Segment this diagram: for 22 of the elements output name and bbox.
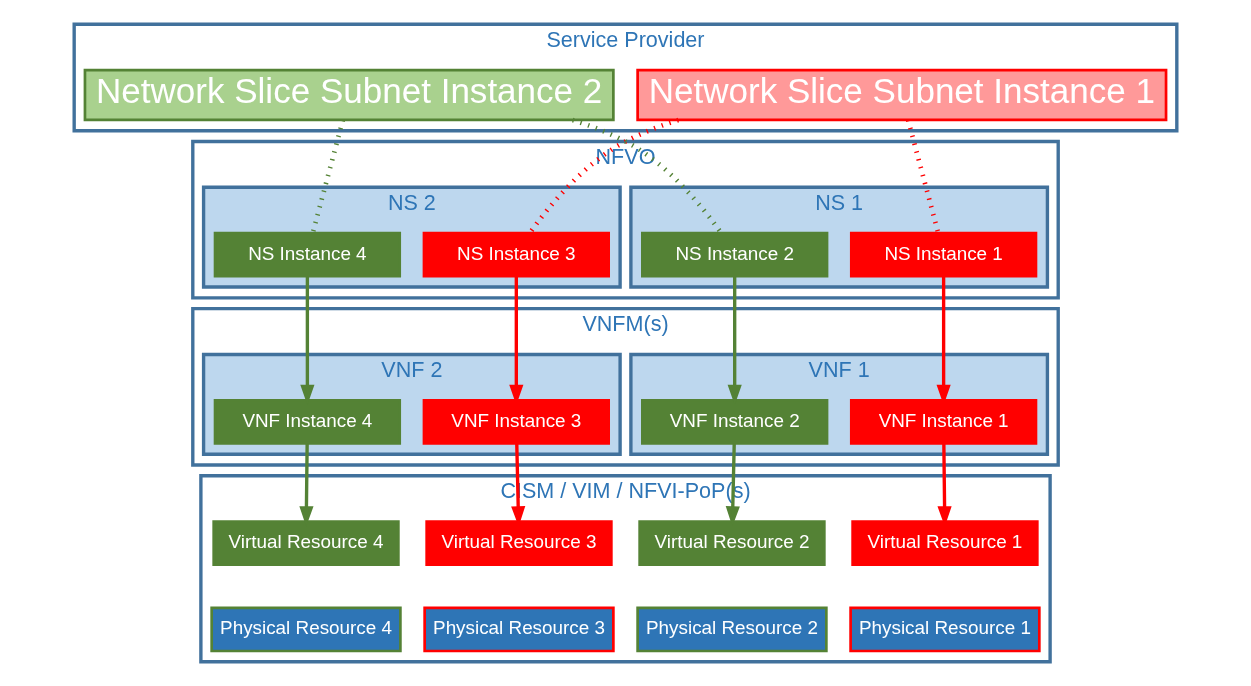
node-box: Network Slice Subnet Instance 2 (83, 68, 615, 122)
connector (527, 117, 680, 235)
connector (310, 119, 346, 234)
node-box: NS Instance 3 (422, 231, 610, 278)
connector (571, 117, 724, 235)
connector (905, 119, 941, 234)
node-box: Network Slice Subnet Instance 1 (636, 68, 1168, 122)
node-box: Virtual Resource 1 (851, 520, 1039, 567)
node-box: Physical Resource 2 (636, 606, 828, 653)
node-box: Physical Resource 4 (210, 606, 402, 653)
node-box: NS Instance 1 (849, 231, 1038, 278)
node-box: Virtual Resource 4 (212, 520, 400, 567)
node-box: Physical Resource 3 (423, 606, 615, 653)
node-box: VNF Instance 3 (422, 398, 610, 445)
node-box: NS Instance 2 (641, 231, 829, 278)
node-box: NS Instance 4 (213, 231, 402, 278)
node-box: Virtual Resource 3 (425, 520, 613, 567)
node-box: VNF Instance 4 (213, 398, 402, 445)
node-box: VNF Instance 1 (849, 398, 1038, 445)
node-box: Physical Resource 1 (849, 606, 1041, 653)
node-box: VNF Instance 2 (641, 398, 829, 445)
node-box: Virtual Resource 2 (638, 520, 826, 567)
